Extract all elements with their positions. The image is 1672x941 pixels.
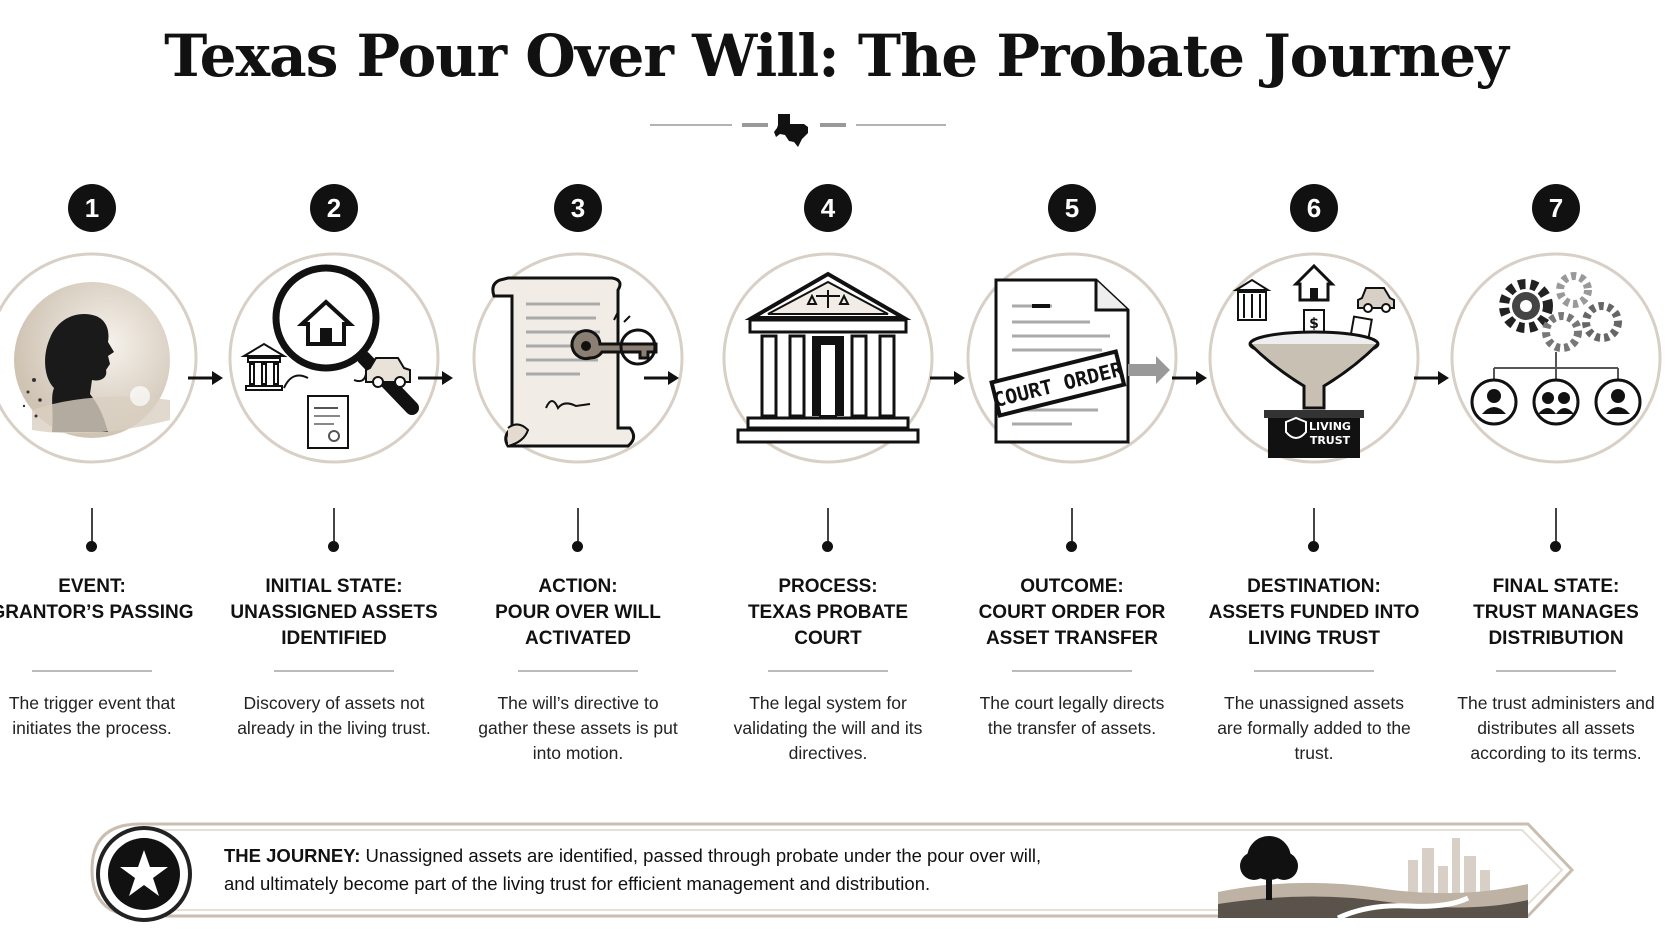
step-number: 3	[554, 184, 602, 232]
step-description: The will’s directive to gather these ass…	[478, 693, 678, 763]
connector-line	[333, 508, 335, 544]
step-number: 1	[68, 184, 116, 232]
step-ring	[722, 252, 934, 464]
star-icon	[96, 826, 192, 922]
courthouse-icon	[736, 271, 920, 444]
gear-icon	[1542, 312, 1582, 352]
gears-people-icon	[1470, 272, 1642, 426]
arrow-icon	[644, 371, 679, 385]
step-number: 2	[310, 184, 358, 232]
connector-dot	[328, 541, 339, 552]
step-ring	[1450, 252, 1662, 464]
step-label: EVENT:GRANTOR’S PASSING	[0, 576, 194, 623]
funnel-icon: $ LIVING TRUST	[1232, 263, 1395, 458]
connector-line	[1313, 508, 1315, 544]
step-separator	[274, 670, 394, 672]
step-description: The court legally directs the transfer o…	[979, 693, 1165, 738]
arrow-icon	[188, 371, 223, 385]
person-icon	[1470, 378, 1518, 426]
connector-line	[577, 508, 579, 544]
connector-line	[1071, 508, 1073, 544]
court-order-icon: COURT ORDER	[989, 278, 1170, 444]
step-number: 4	[804, 184, 852, 232]
connector-line	[1555, 508, 1557, 544]
arrow-icon	[1414, 371, 1449, 385]
texas-divider	[650, 114, 946, 147]
step-description: The trigger event that initiates the pro…	[8, 693, 176, 738]
connector-dot	[822, 541, 833, 552]
connector-dot	[572, 541, 583, 552]
scales-icon	[806, 290, 850, 308]
page-title: Texas Pour Over Will: The Probate Journe…	[164, 22, 1509, 90]
connector-dot	[86, 541, 97, 552]
step-description: The trust administers and distributes al…	[1457, 693, 1655, 763]
bank-icon	[240, 342, 288, 391]
step-separator	[768, 670, 888, 672]
step-number: 7	[1532, 184, 1580, 232]
step-description: The unassigned assets are formally added…	[1217, 693, 1411, 763]
journey-summary: THE JOURNEY: Unassigned assets are ident…	[224, 845, 1042, 894]
connector-line	[91, 508, 93, 544]
living-trust-box-l2: TRUST	[1310, 434, 1351, 447]
step-1: 1 EVENT:GRANTOR’S PASSING The trigger ev…	[0, 176, 212, 796]
connector-line	[827, 508, 829, 544]
document-icon	[307, 395, 349, 449]
step-6: 6 $ LIVING TRUST DESTINATION:ASSETS FUND…	[1194, 176, 1434, 796]
scroll-key-icon	[491, 276, 658, 448]
step-separator	[32, 670, 152, 672]
step-ring	[0, 252, 198, 464]
person-icon	[1594, 378, 1642, 426]
connector-dot	[1066, 541, 1077, 552]
step-description: Discovery of assets not already in the l…	[237, 693, 431, 738]
step-number: 5	[1048, 184, 1096, 232]
arrow-icon	[418, 371, 453, 385]
step-separator	[1254, 670, 1374, 672]
car-icon	[1357, 287, 1395, 309]
living-trust-box-l1: LIVING	[1309, 420, 1351, 433]
step-separator	[1496, 670, 1616, 672]
gear-icon	[1499, 279, 1553, 333]
gear-icon	[1556, 272, 1592, 308]
svg-text:$: $	[1309, 316, 1319, 332]
connector-dot	[1550, 541, 1561, 552]
landscape-illustration	[1218, 836, 1528, 918]
step-description: The legal system for validating the will…	[733, 693, 923, 763]
connector-dot	[1308, 541, 1319, 552]
key-icon	[570, 329, 658, 361]
step-number: 6	[1290, 184, 1338, 232]
step-ring	[1208, 252, 1420, 464]
step-ring	[228, 252, 440, 464]
group-icon	[1532, 378, 1580, 426]
shield-icon	[1285, 416, 1307, 439]
silhouette-icon	[14, 282, 170, 438]
house-icon	[1292, 263, 1336, 302]
texas-state-icon	[774, 114, 808, 147]
step-separator	[518, 670, 638, 672]
step-ring	[966, 252, 1178, 464]
magnifier-icon	[240, 264, 419, 449]
gear-icon	[1582, 302, 1622, 342]
arrow-icon	[930, 371, 965, 385]
arrow-icon	[1172, 371, 1207, 385]
step-separator	[1012, 670, 1132, 672]
step-ring	[472, 252, 684, 464]
